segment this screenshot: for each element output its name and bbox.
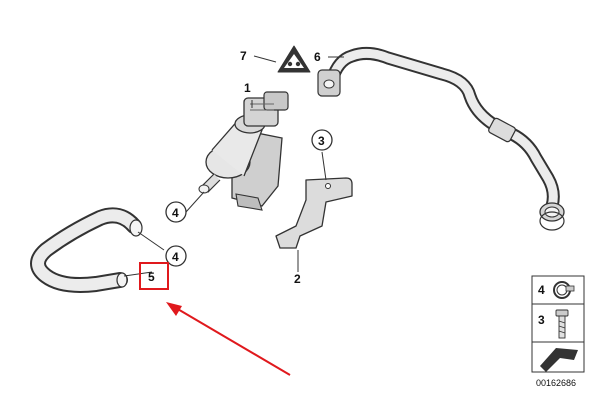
callout-3-circle[interactable]: 3 [311, 129, 333, 151]
hose-clamp-icon [553, 281, 575, 299]
leader-lines [123, 55, 344, 277]
callout-1: 1 [244, 81, 251, 95]
callout-5-highlight[interactable]: 5 [139, 262, 169, 290]
callout-4a-circle[interactable]: 4 [165, 201, 187, 223]
valve-connector [317, 69, 341, 97]
callout-5: 5 [148, 270, 155, 284]
callout-4b: 4 [172, 250, 179, 264]
callout-2: 2 [294, 272, 301, 286]
purge-valve-part-1[interactable] [198, 91, 289, 211]
callout-4a: 4 [172, 206, 179, 220]
arrow-icon [166, 302, 291, 376]
hose-part-5[interactable] [30, 207, 143, 293]
quick-connector [539, 202, 565, 231]
legend-item-3: 3 [538, 313, 545, 327]
callout-3: 3 [318, 134, 325, 148]
diagram-reference-number: 00162686 [536, 378, 576, 388]
bracket-part-2[interactable] [275, 177, 353, 249]
callout-4b-circle[interactable]: 4 [165, 245, 187, 267]
legend-item-4: 4 [538, 283, 545, 297]
fuel-line-part-6[interactable] [317, 46, 565, 231]
callout-7: 7 [240, 49, 247, 63]
direction-arrow-icon [540, 348, 578, 372]
callout-6: 6 [314, 50, 321, 64]
legend-panel: 4 3 [531, 275, 585, 373]
warning-triangle-icon [277, 45, 311, 73]
bolt-icon [555, 309, 569, 339]
